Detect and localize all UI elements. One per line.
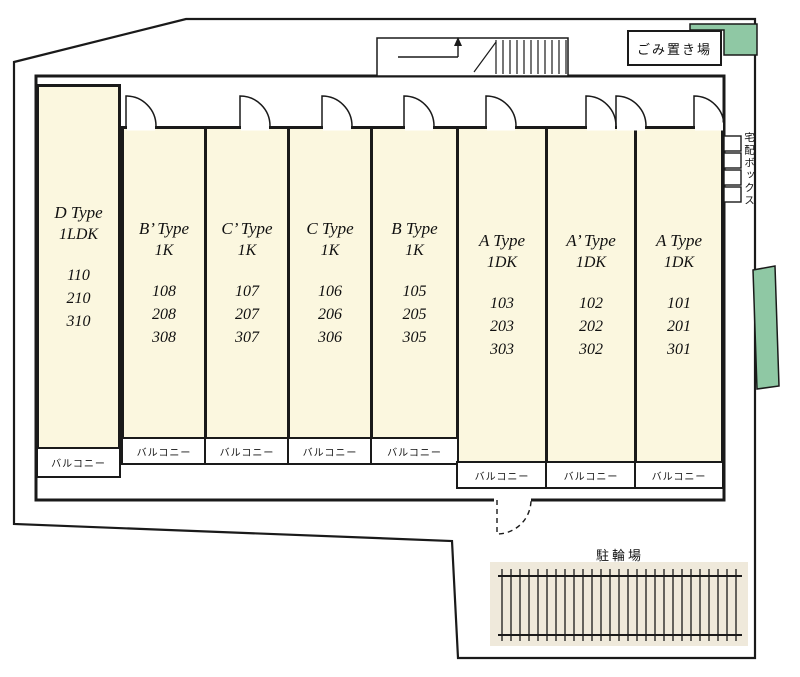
unit-plan-label: 1DK [663, 254, 695, 272]
room-number: 306 [318, 329, 342, 347]
room-number: 305 [402, 329, 427, 347]
planter-right-side [752, 265, 780, 390]
room-number: 202 [579, 318, 603, 335]
unit-c-type: C Type 1K 106 206 306 [287, 126, 373, 440]
balcony-label-a-101: バルコニー [634, 461, 724, 489]
balcony-label-a-prime: バルコニー [545, 461, 637, 489]
room-number: 210 [66, 290, 91, 307]
room-number: 110 [67, 266, 90, 284]
main-entrance-door [494, 496, 532, 535]
unit-plan-label: 1K [320, 242, 340, 260]
room-number: 106 [318, 282, 342, 300]
unit-type-label: C’ Type [221, 218, 273, 238]
stair-break-line [473, 41, 497, 73]
unit-type-label: B’ Type [138, 218, 190, 238]
unit-type-label: B Type [391, 218, 438, 238]
room-number: 103 [490, 294, 514, 312]
unit-a-prime-type: A’ Type 1DK 102 202 302 [545, 126, 637, 464]
unit-plan-label: 1DK [486, 254, 518, 272]
stair-arrow-head [454, 37, 462, 46]
unit-plan-label: 1K [237, 242, 257, 260]
unit-plan-label: 1K [154, 242, 174, 260]
unit-b-prime-type: B’ Type 1K 108 208 308 [121, 126, 207, 440]
room-number: 102 [579, 294, 603, 312]
room-number: 307 [235, 329, 259, 347]
garbage-area-label: ごみ置き場 [636, 41, 712, 57]
room-number: 208 [152, 306, 176, 323]
bicycle-rack [490, 562, 748, 646]
unit-type-label: A Type [478, 230, 526, 250]
balcony-label-b-prime: バルコニー [121, 437, 207, 465]
unit-type-label: A Type [655, 230, 703, 250]
stair-direction-arrow [398, 45, 459, 58]
room-number: 308 [152, 329, 176, 347]
room-number: 101 [667, 294, 691, 312]
room-number: 206 [318, 306, 342, 323]
unit-type-label: A’ Type [566, 230, 616, 250]
room-number: 205 [402, 306, 427, 323]
unit-c-prime-type: C’ Type 1K 107 207 307 [204, 126, 290, 440]
room-number: 301 [667, 341, 691, 359]
unit-a-type-101: A Type 1DK 101 201 301 [634, 126, 724, 464]
balcony-label-a-103: バルコニー [456, 461, 548, 489]
room-number: 302 [579, 341, 603, 359]
balcony-label-c-prime: バルコニー [204, 437, 290, 465]
unit-type-label: C Type [306, 218, 354, 238]
room-number: 207 [235, 306, 259, 323]
unit-type-label: D Type [54, 202, 103, 222]
staircase [376, 37, 569, 77]
balcony-label-c: バルコニー [287, 437, 373, 465]
room-number: 303 [490, 341, 514, 359]
room-number: 107 [235, 282, 259, 300]
unit-d-type: D Type 1LDK 110 210 310 [36, 84, 121, 450]
room-number: 203 [490, 318, 514, 335]
room-number: 201 [667, 318, 691, 335]
unit-plan-label: 1DK [575, 254, 607, 272]
balcony-label-b: バルコニー [370, 437, 459, 465]
garbage-area-box: ごみ置き場 [627, 30, 722, 66]
unit-plan-label: 1K [405, 242, 424, 260]
unit-b-type: B Type 1K 105 205 305 [370, 126, 459, 440]
balcony-label-d: バルコニー [36, 447, 121, 478]
room-number: 108 [152, 282, 176, 300]
room-number: 105 [402, 282, 427, 300]
bicycle-parking-label: 駐輪場 [595, 548, 644, 563]
stair-treads [495, 40, 567, 74]
delivery-lockers [723, 135, 742, 203]
unit-plan-label: 1LDK [58, 226, 99, 244]
unit-a-type-103: A Type 1DK 103 203 303 [456, 126, 548, 464]
room-number: 310 [66, 313, 91, 331]
delivery-box-label: 宅配ボックス [743, 132, 755, 207]
